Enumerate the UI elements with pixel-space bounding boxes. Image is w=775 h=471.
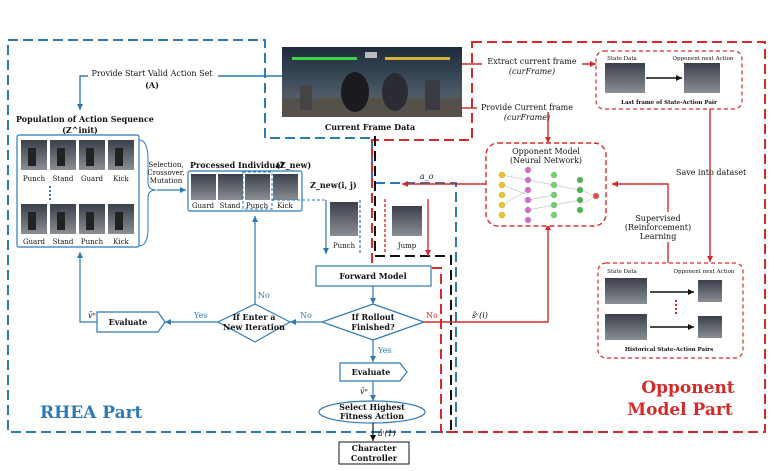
state-data-top: State Data bbox=[607, 56, 637, 62]
state-data-bottom: State Data bbox=[607, 269, 637, 275]
pop-row2-action: Kick bbox=[113, 238, 129, 246]
if-enter-label: New Iteration bbox=[223, 322, 285, 332]
a-o-label: a_o bbox=[420, 172, 434, 181]
opponent-region bbox=[371, 41, 766, 433]
s-hat-label: ŝᵛ(i) bbox=[472, 311, 488, 320]
processed-action: Guard bbox=[192, 202, 215, 210]
historical-pairs-label: Historical State-Action Pairs bbox=[625, 347, 713, 353]
opp-next-bottom: Opponent next Action bbox=[674, 269, 735, 275]
no-label-rollout: No bbox=[300, 311, 312, 320]
pop-row2-action: Guard bbox=[23, 238, 46, 246]
hist-action-frame-2 bbox=[698, 316, 722, 338]
if-enter-diamond bbox=[216, 303, 292, 343]
rhea-region bbox=[7, 39, 457, 433]
if-rollout-label: If Rollout bbox=[352, 312, 395, 322]
no-label-red: No bbox=[426, 311, 438, 320]
last-frame-pair-label: Last frame of State-Action Pair bbox=[621, 100, 717, 106]
v-n-left: v̄ⁿ bbox=[88, 311, 96, 320]
select-action-ellipse bbox=[318, 400, 426, 424]
character-controller-box bbox=[338, 441, 410, 465]
population-row-2 bbox=[21, 204, 134, 234]
population-brace bbox=[138, 139, 157, 247]
processed-title: Processed Individual bbox=[190, 160, 284, 170]
punch-label: Punch bbox=[333, 242, 356, 250]
extract-frame-label: Extract current frame bbox=[487, 57, 576, 66]
current-frame-label: Current Frame Data bbox=[325, 122, 415, 132]
pop-row1-action: Stand bbox=[53, 175, 74, 183]
evaluate-left-box bbox=[96, 311, 166, 333]
provide-start-set-label: Provide Start Valid Action Set bbox=[91, 69, 213, 78]
hist-state-frame-2 bbox=[605, 314, 647, 340]
evaluate-left-label: Evaluate bbox=[109, 317, 148, 327]
rhea-title: RHEA Part bbox=[40, 403, 143, 423]
population-title: Population of Action Sequence bbox=[16, 114, 154, 124]
select-label: Fitness Action bbox=[340, 411, 404, 421]
character-controller-label: Controller bbox=[351, 453, 398, 463]
a-hat-label: âⁱ(1) bbox=[378, 429, 396, 438]
population-var: (Z^init) bbox=[62, 125, 98, 135]
z-new-ij: Z_new(i, j) bbox=[310, 180, 357, 190]
opp-next-top: Opponent next Action bbox=[673, 56, 734, 62]
processed-action: Kick bbox=[277, 202, 293, 210]
opp-model-subtitle: (Neural Network) bbox=[510, 156, 582, 165]
opponent-title-1: Opponent bbox=[641, 378, 734, 398]
processed-action: Punch bbox=[246, 202, 269, 210]
supervised-label: Supervised bbox=[635, 214, 680, 223]
ops-selection: Selection, bbox=[148, 161, 183, 169]
jump-frame bbox=[392, 206, 422, 236]
processed-frames bbox=[191, 174, 298, 200]
label-a: (A) bbox=[145, 80, 159, 90]
arrow-start-set bbox=[77, 75, 282, 110]
select-label: Select Highest bbox=[339, 402, 405, 412]
processed-var: (Z_new) bbox=[276, 160, 311, 170]
ops-mutation: Mutation bbox=[150, 177, 183, 185]
pop-row1-action: Kick bbox=[113, 175, 129, 183]
v-n-center: v̄ⁿ bbox=[360, 387, 368, 396]
hist-action-frame-1 bbox=[698, 280, 722, 302]
population-box bbox=[16, 134, 140, 248]
character-controller-label: Character bbox=[352, 443, 397, 453]
arrow-no-to-model bbox=[424, 224, 551, 323]
historical-box bbox=[597, 262, 744, 359]
pop-row2-action: Punch bbox=[81, 238, 104, 246]
current-frame-image bbox=[282, 47, 462, 117]
neural-network-icon bbox=[498, 166, 600, 224]
last-action-frame bbox=[684, 63, 720, 93]
processed-highlight bbox=[242, 171, 273, 210]
opponent-title-2: Model Part bbox=[627, 400, 733, 420]
yes-label-rollout: Yes bbox=[377, 346, 391, 355]
save-dataset-label: Save into dataset bbox=[676, 168, 747, 177]
population-row-1 bbox=[21, 140, 134, 170]
arrow-eval-to-population bbox=[77, 252, 97, 323]
no-label-iteration: No bbox=[258, 291, 270, 300]
pop-row1-action: Punch bbox=[23, 175, 46, 183]
provide-frame-label: Provide Current frame bbox=[481, 103, 573, 112]
opp-model-title: Opponent Model bbox=[512, 147, 580, 156]
pop-row1-action: Guard bbox=[81, 175, 104, 183]
yes-label-iteration: Yes bbox=[193, 311, 207, 320]
supervised-label: Learning bbox=[640, 232, 677, 241]
processed-action: Stand bbox=[220, 202, 241, 210]
pop-row2-action: Stand bbox=[53, 238, 74, 246]
punch-frame bbox=[330, 202, 358, 236]
extract-frame-var: (curFrame) bbox=[509, 67, 555, 76]
opponent-model-box bbox=[485, 142, 607, 227]
jump-label: Jump bbox=[397, 242, 417, 250]
if-enter-label: If Enter a bbox=[233, 312, 276, 322]
processed-box bbox=[187, 170, 303, 212]
supervised-label: (Reinforcement) bbox=[625, 223, 691, 232]
if-rollout-label: Finished? bbox=[351, 322, 395, 332]
last-state-frame bbox=[605, 63, 645, 93]
evaluate-center-label: Evaluate bbox=[352, 367, 391, 377]
provide-frame-var: (curFrame) bbox=[504, 113, 550, 122]
ops-crossover: Crossover, bbox=[147, 169, 184, 177]
forward-model-label: Forward Model bbox=[339, 271, 406, 281]
hist-state-frame-1 bbox=[605, 278, 647, 304]
black-divider bbox=[374, 136, 452, 432]
evaluate-center-box bbox=[339, 362, 408, 382]
